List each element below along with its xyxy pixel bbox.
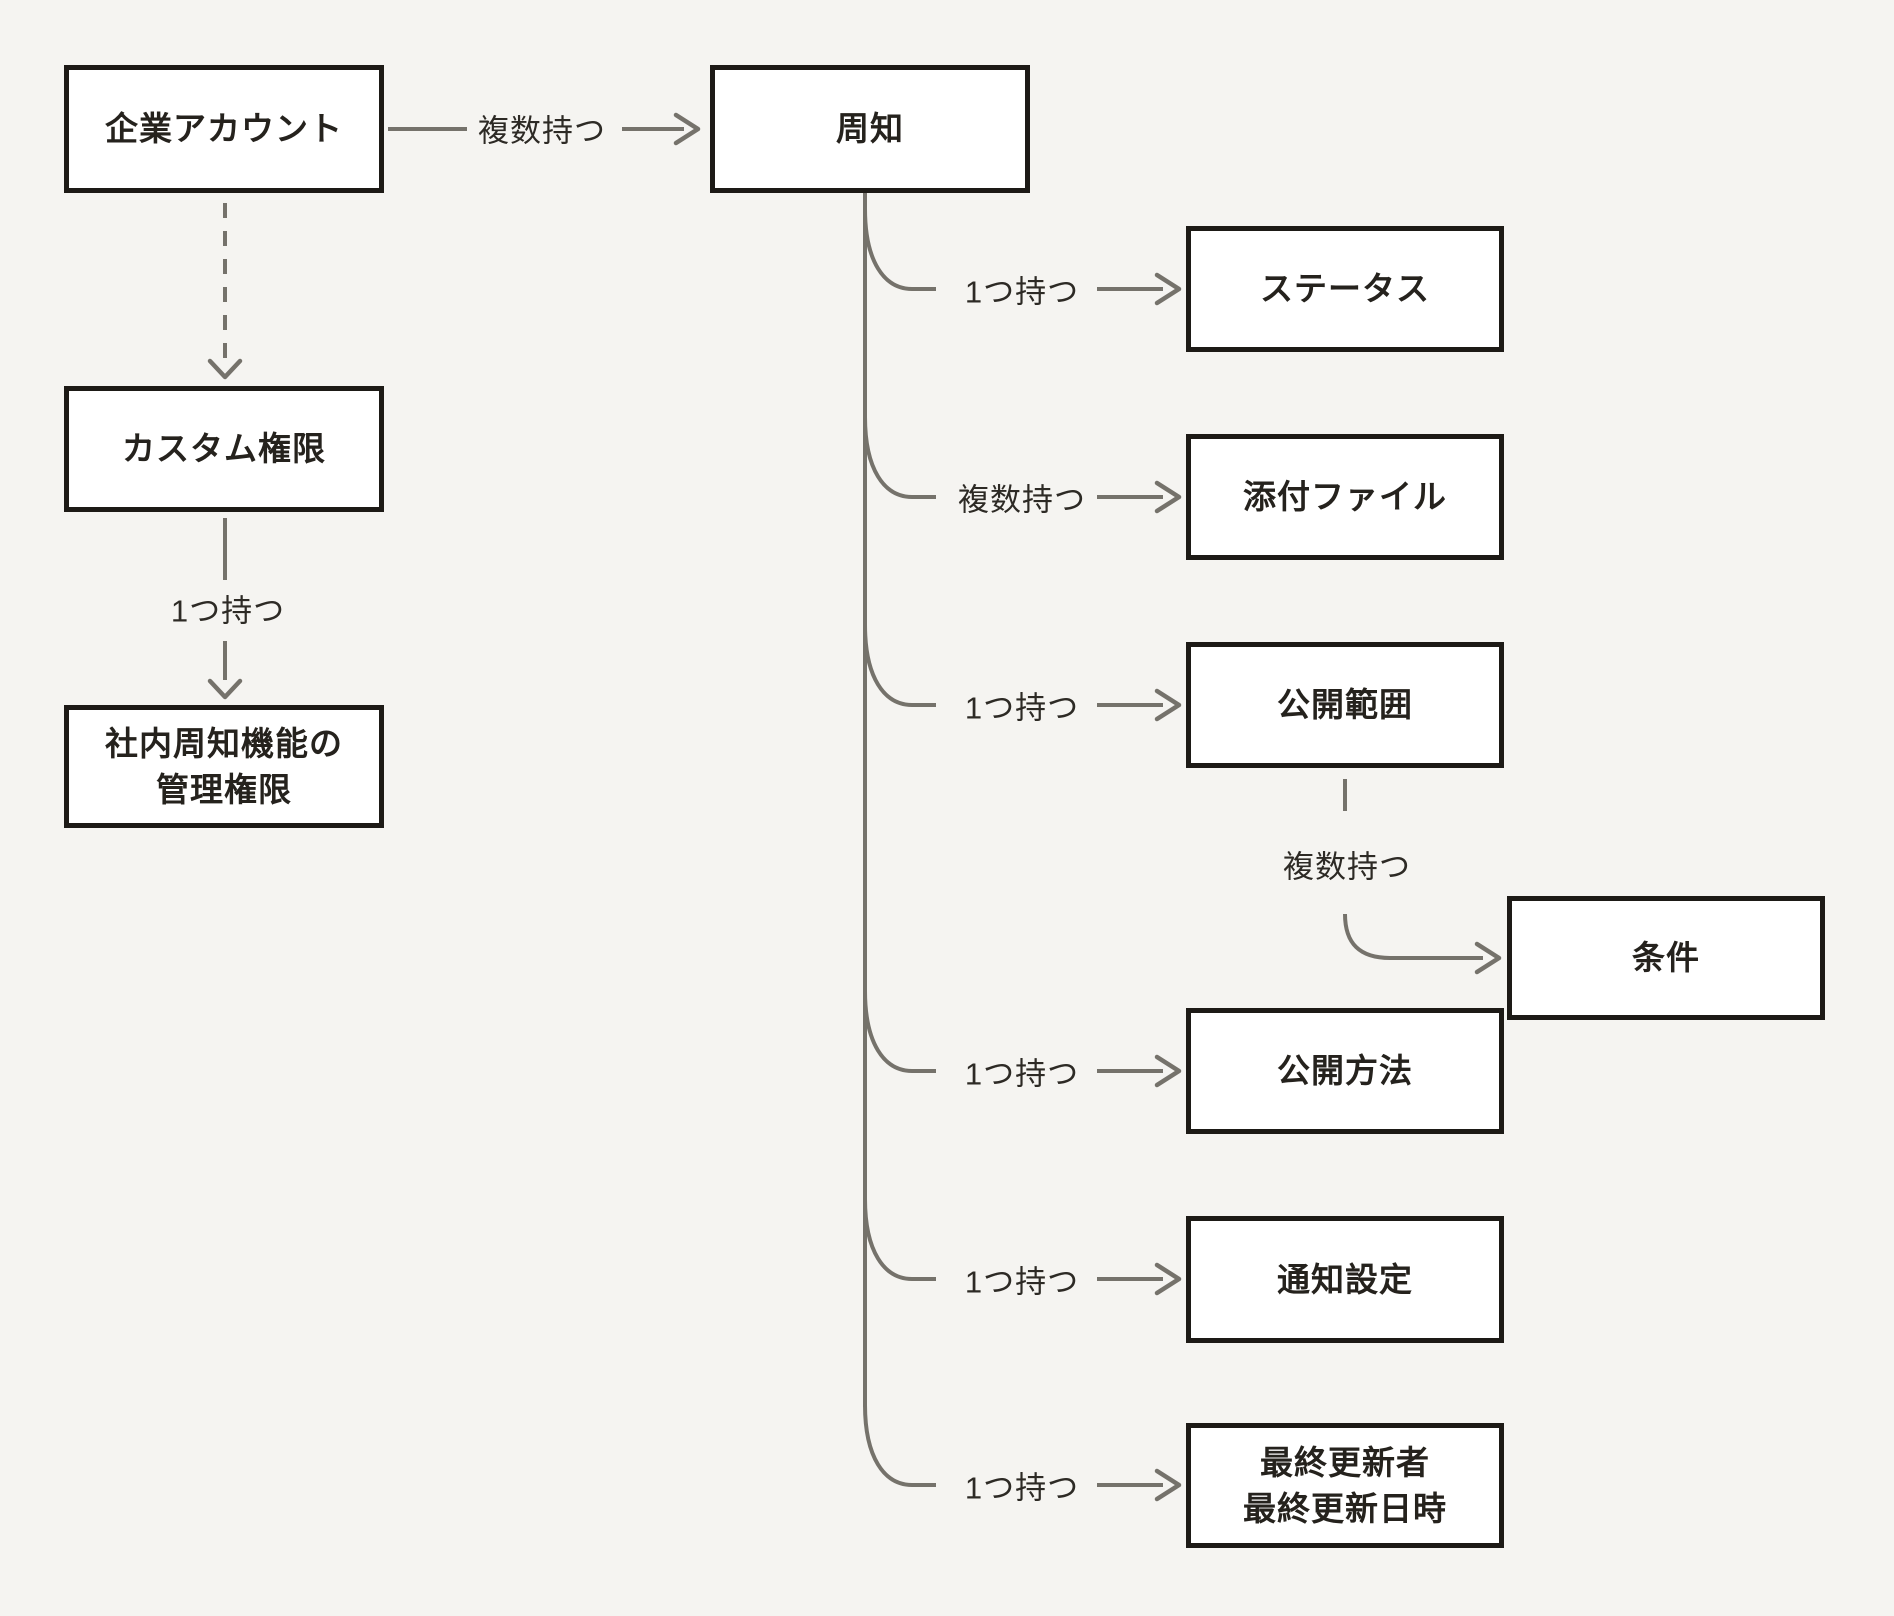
- node-notification-settings: 通知設定: [1186, 1216, 1504, 1343]
- connector-announcement-to-status: [863, 208, 936, 291]
- connector-announcement-to-scope: [863, 624, 936, 707]
- connector-announcement-to-method: [863, 990, 936, 1073]
- edge-label-announcement-to-last-updated: 1つ持つ: [964, 1470, 1080, 1506]
- arrowhead-announcement-to-status: [1154, 272, 1182, 306]
- node-publish-method: 公開方法: [1186, 1008, 1504, 1134]
- node-status: ステータス: [1186, 226, 1504, 352]
- node-condition: 条件: [1507, 896, 1825, 1020]
- node-publish-scope: 公開範囲: [1186, 642, 1504, 768]
- arrowhead-announcement-to-method: [1154, 1054, 1182, 1088]
- edge-label-announcement-to-scope: 1つ持つ: [964, 690, 1080, 726]
- connector-scope-to-condition-curve: [1343, 913, 1483, 960]
- node-announcement: 周知: [710, 65, 1030, 193]
- arrowhead-announcement-to-last-updated: [1154, 1468, 1182, 1502]
- edge-label-account-to-announcement: 複数持つ: [478, 113, 606, 149]
- connector-announcement-to-attachments: [863, 416, 936, 499]
- edge-label-announcement-to-attachments: 複数持つ: [958, 482, 1086, 518]
- connector-announcement-to-last-updated: [863, 1404, 936, 1487]
- arrowhead-announcement-to-attachments: [1154, 480, 1182, 514]
- edge-label-announcement-to-status: 1つ持つ: [964, 274, 1080, 310]
- node-attachments: 添付ファイル: [1186, 434, 1504, 560]
- connector-announcement-to-notification: [863, 1198, 936, 1281]
- edge-label-custom-to-admin-permission: 1つ持つ: [170, 593, 286, 629]
- arrowhead-announcement-to-notification: [1154, 1262, 1182, 1296]
- arrowhead-account-to-announcement: [673, 112, 701, 146]
- node-internal-admin-permission: 社内周知機能の 管理権限: [64, 705, 384, 828]
- edge-label-announcement-to-method: 1つ持つ: [964, 1056, 1080, 1092]
- edge-label-scope-to-condition: 複数持つ: [1283, 849, 1411, 885]
- node-company-account: 企業アカウント: [64, 65, 384, 193]
- arrowhead-account-to-custom-permission: [207, 358, 243, 380]
- arrowhead-announcement-to-scope: [1154, 688, 1182, 722]
- node-custom-permission: カスタム権限: [64, 386, 384, 512]
- edge-label-announcement-to-notification: 1つ持つ: [964, 1264, 1080, 1300]
- arrowhead-scope-to-condition: [1474, 941, 1502, 975]
- arrowhead-custom-to-admin: [207, 678, 243, 700]
- node-last-updated: 最終更新者 最終更新日時: [1186, 1423, 1504, 1548]
